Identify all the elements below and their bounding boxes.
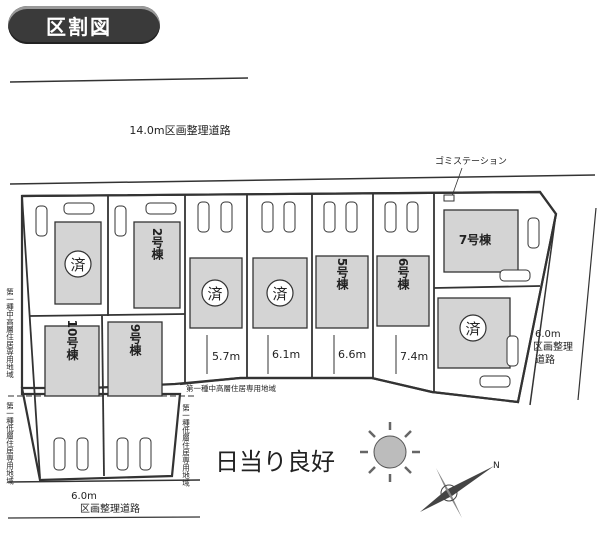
lot-8-label: 済 [465, 320, 480, 338]
frontage-width-lot-4: 6.1m [272, 348, 300, 361]
road-edge-right [529, 213, 557, 406]
lot-10-label: 10号棟 [65, 320, 79, 361]
road-label-right-3: 道路 [535, 353, 555, 366]
frontage-width-lot-5: 6.6m [338, 348, 366, 361]
house-lot-9 [107, 321, 163, 397]
sold-circle-lot-1 [64, 250, 92, 278]
lot-3-label: 済 [207, 285, 222, 303]
lot-4-label: 済 [272, 285, 287, 303]
frontage-width-lot-6: 7.4m [400, 350, 428, 363]
road-edge-right-outer [577, 207, 597, 401]
frontage-width-lot-3: 5.7m [212, 350, 240, 363]
sun-icon [360, 422, 420, 482]
house-lot-5 [315, 255, 369, 329]
lot-9-label: 9号棟 [128, 324, 142, 357]
road-label-top: 14.0m区画整理道路 [129, 123, 230, 137]
site-boundary [21, 190, 558, 404]
garbage-station [443, 194, 455, 202]
lot-5-label: 5号棟 [335, 258, 349, 291]
lot-7-label: 7号棟 [459, 232, 492, 247]
house-lot-2 [133, 221, 181, 309]
lot-2-label: 2号棟 [150, 228, 164, 261]
road-label-right-2: 区画整理 [533, 340, 573, 353]
sold-circle-lot-8 [459, 314, 487, 342]
sold-marks [64, 250, 487, 342]
lot-6-label: 6号棟 [396, 258, 410, 291]
road-edge-top [9, 77, 249, 83]
sunlight-text: 日当り良好 [215, 448, 335, 476]
house-lot-7 [443, 209, 519, 273]
road-label-bottom-1: 6.0m [71, 491, 97, 502]
house-lot-6 [376, 255, 430, 327]
sold-circle-lot-3 [201, 279, 229, 307]
garbage-station-label: ゴミステーション [435, 155, 507, 167]
frontage-arrows [206, 335, 397, 374]
compass-north-label: N [493, 461, 500, 471]
houses [44, 209, 519, 397]
lot-1-label: 済 [70, 256, 85, 274]
zone-mid-lower: 第一種低層住居専用地域 [181, 403, 190, 487]
road-label-bottom-2: 区画整理道路 [80, 502, 140, 515]
sold-circle-lot-4 [266, 279, 294, 307]
compass-icon [420, 466, 494, 518]
parking-cars [35, 201, 540, 471]
road-label-right-1: 6.0m [535, 329, 561, 340]
road-edge-bottom [7, 479, 201, 483]
house-lot-10 [44, 325, 100, 397]
road-edge-bottom-outer [7, 516, 201, 519]
road-edge-lower [9, 174, 596, 185]
garbage-station-leader [451, 167, 463, 197]
zone-left-upper: 第一種中高層住居専用地域 [5, 287, 14, 379]
zone-left-lower: 第一種低層住居専用地域 [5, 401, 14, 485]
page-title: 区割図 [46, 14, 112, 39]
title-badge: 区割図 [8, 6, 160, 44]
zone-mid-upper: 第一種中高層住居専用地域 [186, 383, 276, 393]
